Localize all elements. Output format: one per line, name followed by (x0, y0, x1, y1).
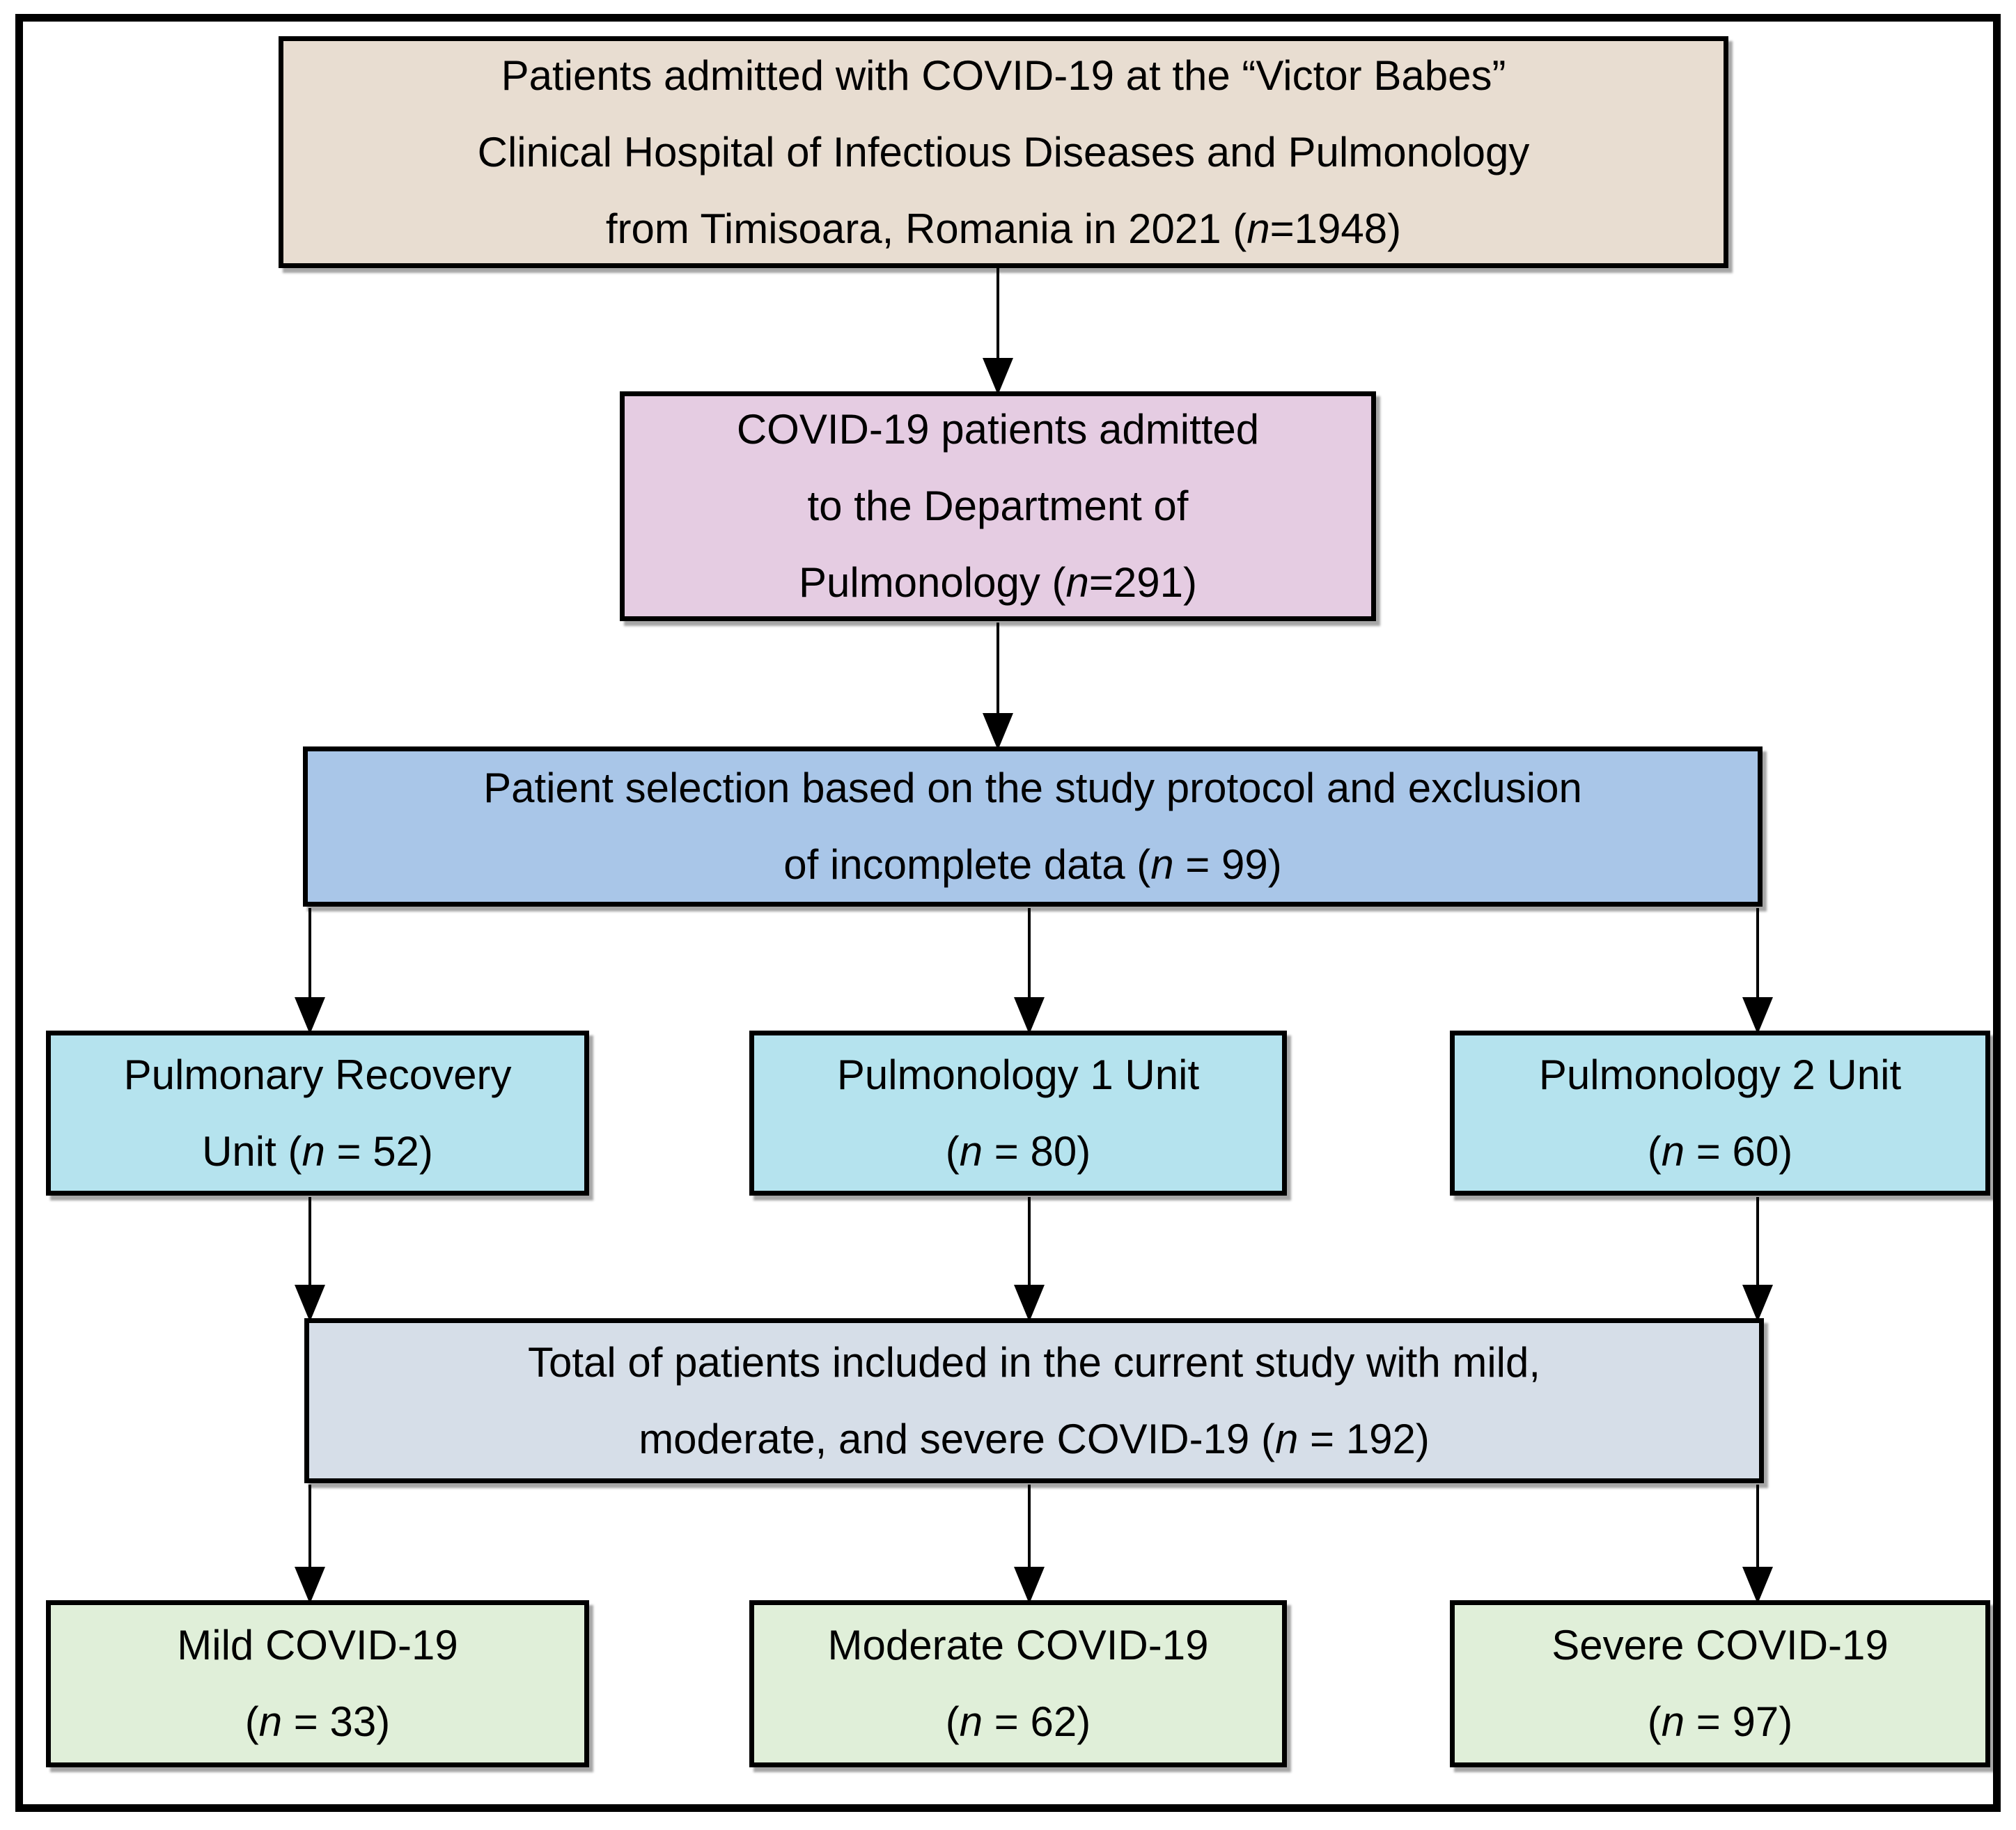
node-moderate-covid: Moderate COVID-19 (n = 62) (749, 1600, 1287, 1767)
node-line: (n = 97) (1647, 1698, 1793, 1745)
arrowhead (983, 358, 1013, 396)
node-line: to the Department of (807, 483, 1189, 529)
node-mild-covid: Mild COVID-19 (n = 33) (46, 1600, 589, 1767)
node-line: Pulmonary Recovery (123, 1051, 512, 1098)
node-line: Unit (n = 52) (202, 1127, 433, 1175)
arrowhead (1742, 1285, 1773, 1322)
node-line: (n = 80) (945, 1127, 1091, 1175)
node-line: (n = 62) (945, 1698, 1091, 1745)
node-line: Total of patients included in the curren… (527, 1338, 1541, 1386)
node-line: Severe COVID-19 (1552, 1622, 1889, 1668)
node-line: (n = 33) (244, 1698, 391, 1745)
arrowhead (983, 713, 1013, 751)
node-pulmonology-2-unit: Pulmonology 2 Unit (n = 60) (1450, 1031, 1990, 1196)
node-line: Mild COVID-19 (177, 1622, 458, 1668)
node-total-patients-included: Total of patients included in the curren… (304, 1318, 1764, 1483)
arrowhead (295, 997, 325, 1035)
arrowhead (1742, 1567, 1773, 1604)
node-line: moderate, and severe COVID-19 (n = 192) (639, 1415, 1430, 1462)
node-line: Moderate COVID-19 (827, 1622, 1209, 1668)
node-line: Clinical Hospital of Infectious Diseases… (477, 128, 1530, 175)
node-line: Pulmonology 2 Unit (1538, 1051, 1902, 1098)
figure-border (15, 14, 2001, 1812)
node-line: COVID-19 patients admitted (736, 406, 1260, 453)
arrowhead (1014, 997, 1045, 1035)
node-line: of incomplete data (n = 99) (783, 841, 1282, 888)
node-line: Patient selection based on the study pro… (483, 765, 1582, 811)
node-line: Patients admitted with COVID-19 at the “… (501, 52, 1506, 99)
node-patient-selection: Patient selection based on the study pro… (303, 746, 1763, 907)
node-covid-patients-department-pulmonology: COVID-19 patients admitted to the Depart… (620, 391, 1376, 621)
node-pulmonology-1-unit: Pulmonology 1 Unit (n = 80) (749, 1031, 1287, 1196)
node-line: Pulmonology (n=291) (798, 559, 1198, 606)
node-severe-covid: Severe COVID-19 (n = 97) (1450, 1600, 1990, 1767)
node-line: Pulmonology 1 Unit (836, 1051, 1200, 1098)
arrowhead (295, 1567, 325, 1604)
node-pulmonary-recovery-unit: Pulmonary Recovery Unit (n = 52) (46, 1031, 589, 1196)
node-line: from Timisoara, Romania in 2021 (n=1948) (605, 205, 1402, 252)
arrowhead (295, 1285, 325, 1322)
arrowhead (1014, 1567, 1045, 1604)
arrowhead (1014, 1285, 1045, 1322)
node-line: (n = 60) (1647, 1127, 1793, 1175)
arrowhead (1742, 997, 1773, 1035)
node-patients-admitted-hospital: Patients admitted with COVID-19 at the “… (279, 36, 1728, 268)
